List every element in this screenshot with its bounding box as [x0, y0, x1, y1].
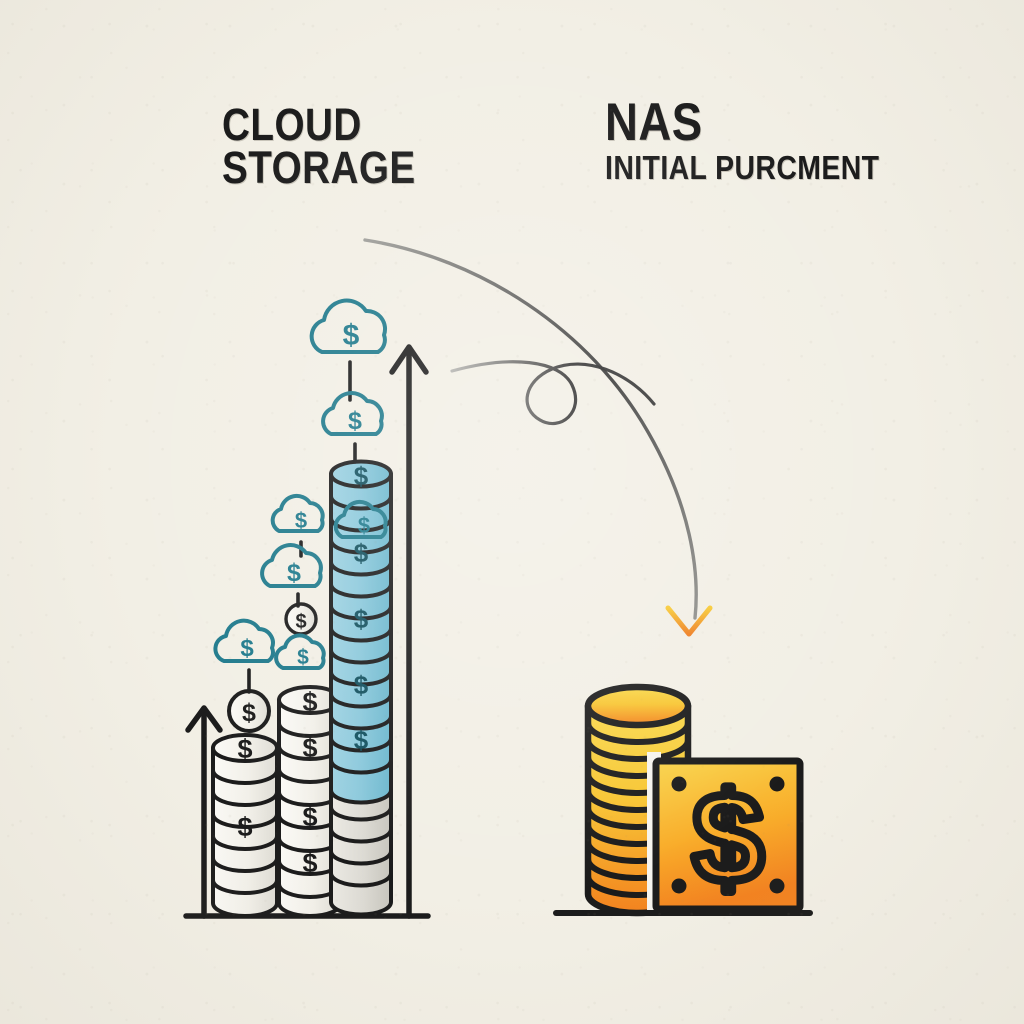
plaque-bolt: [671, 878, 687, 894]
nas-title: NAS INITIAL PURCMENT: [605, 93, 924, 187]
nas-title-main: NAS: [605, 93, 703, 152]
cloud-dollar-glyph: $: [295, 508, 307, 533]
cloud-dollar-glyph: $: [358, 513, 370, 538]
coin-dollar-glyph: $: [354, 670, 369, 700]
cloud-dollar-glyph: $: [240, 635, 254, 662]
cloud-icon-5: $: [213, 618, 275, 663]
plaque-dollar-glyph: $: [692, 767, 763, 910]
cloud-dollar-glyph: $: [343, 319, 360, 352]
axis-arrow-tall: [389, 344, 429, 919]
cloud-icons: $ $ $ $: [213, 298, 388, 670]
plaque-bolt: [671, 776, 687, 792]
nas-cost-graphic: $: [553, 346, 813, 917]
small-coin-small: $: [284, 602, 318, 636]
decor-swooshes: [363, 238, 698, 620]
swoosh-loop: [450, 360, 656, 426]
cloud-storage-chart: $ $ $ $ $ $: [183, 298, 431, 919]
cloud-icon-6: $: [274, 633, 326, 670]
coin-stack-year-3: $ $ $ $ $: [329, 459, 393, 917]
cloud-title-line2: STORAGE: [222, 141, 416, 193]
axis-arrow-short: [185, 705, 223, 919]
cloud-dollar-glyph: $: [287, 559, 301, 587]
cloud-icon-2: $: [321, 391, 384, 436]
cloud-title-line1: CLOUD: [222, 99, 362, 150]
plaque-bolt: [769, 776, 785, 792]
plaque-bolt: [769, 878, 785, 894]
cloud-icon-1: $: [309, 298, 388, 354]
coin-dollar-glyph: $: [354, 725, 369, 755]
cloud-dollar-glyph: $: [348, 407, 362, 435]
swoosh-long-arc: [363, 238, 698, 620]
cloud-icon-3: $: [270, 493, 325, 533]
coin-dollar-glyph: $: [302, 733, 317, 763]
coin-dollar-glyph: $: [354, 461, 369, 491]
cloud-dollar-glyph: $: [297, 646, 309, 669]
coin-dollar-glyph: $: [242, 699, 256, 727]
nas-title-sub: INITIAL PURCMENT: [605, 149, 880, 187]
dollar-plaque: $: [652, 757, 804, 915]
coin-dollar-glyph: $: [354, 604, 369, 634]
coin-dollar-glyph: $: [237, 734, 252, 764]
coin-dollar-glyph: $: [354, 538, 369, 568]
small-coin-large: $: [227, 689, 271, 733]
cloud-icon-7: $: [333, 499, 388, 539]
cloud-icon-4: $: [260, 543, 323, 588]
coin-dollar-glyph: $: [237, 812, 252, 842]
coin-stack-year-1: $ $: [211, 733, 279, 918]
cloud-storage-title: CLOUD STORAGE: [222, 99, 447, 193]
coin-dollar-glyph: $: [302, 848, 317, 878]
coin-dollar-glyph: $: [302, 802, 317, 832]
coin-dollar-glyph: $: [295, 611, 306, 633]
down-arrow-orange: [665, 346, 713, 637]
coin-dollar-glyph: $: [302, 687, 317, 717]
